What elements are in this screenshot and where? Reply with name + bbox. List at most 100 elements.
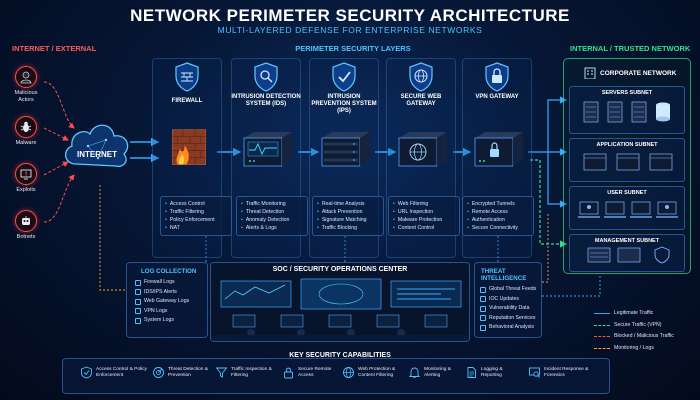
user-subnet: USER SUBNET (569, 186, 685, 230)
feature-item: Encrypted Tunnels (467, 200, 530, 208)
legend-swatch (594, 336, 610, 338)
intel-icon (480, 305, 486, 312)
legend: Legitimate Traffic Secure Traffic (VPN) … (594, 308, 674, 354)
globe-icon (409, 62, 433, 92)
server-rack-icon (583, 101, 670, 123)
threat-label: Malicious Actors (14, 90, 38, 103)
legend-swatch (594, 347, 610, 349)
soc-title: SOC / SECURITY OPERATIONS CENTER (272, 266, 408, 273)
capability-item: Traffic Inspection & Filtering (215, 366, 275, 379)
globe-shield-icon (343, 367, 354, 378)
feature-item: Threat Detection (241, 208, 304, 216)
firewall-feature-list: Access Control Traffic Filtering Policy … (160, 196, 232, 236)
log-collection-panel: LOG COLLECTION Firewall Logs IDS/IPS Ale… (126, 262, 208, 338)
diagram-title: NETWORK PERIMETER SECURITY ARCHITECTURE (130, 6, 570, 25)
bug-icon (15, 116, 37, 138)
subnet-label: USER SUBNET (607, 190, 647, 196)
internal-zone-label: INTERNAL / TRUSTED NETWORK (570, 44, 691, 53)
app-window-icon (583, 153, 673, 171)
check-shield-icon (332, 62, 356, 92)
log-item: Firewall Logs (135, 278, 207, 288)
internet-label: INTERNET (77, 150, 117, 159)
corporate-network-title: CORPORATE NETWORK (600, 70, 677, 77)
feature-item: Content Control (393, 224, 456, 232)
feature-item: Signature Matching (317, 216, 380, 224)
layer-name-vpn: VPN GATEWAY (475, 94, 519, 100)
swg-feature-list: Web Filtering URL Inspection Malware Pro… (388, 196, 460, 236)
workstation-icon (578, 201, 678, 218)
feature-item: Malware Protection (393, 216, 456, 224)
intel-icon (480, 324, 486, 331)
legend-item: Legitimate Traffic (594, 308, 674, 320)
threat-label: Exploits (16, 187, 36, 193)
legend-item: Monitoring / Logs (594, 343, 674, 355)
log-icon (135, 308, 141, 315)
legend-item: Blocked / Malicious Traffic (594, 331, 674, 343)
log-icon (135, 279, 141, 286)
intel-icon (480, 286, 486, 293)
padlock-icon (284, 367, 293, 379)
feature-item: Attack Prevention (317, 208, 380, 216)
capabilities-panel (62, 358, 610, 394)
ids-appliance-icon (243, 132, 292, 167)
ips-appliance-icon (321, 132, 370, 167)
feature-item: Anomaly Detection (241, 216, 304, 224)
hacker-icon (15, 66, 37, 88)
intel-item: IOC Updates (480, 295, 541, 305)
web-gateway-appliance-icon (398, 132, 447, 167)
layer-name-swg: SECURE WEB GATEWAY (400, 94, 442, 107)
intel-item: Vulnerability Data (480, 304, 541, 314)
soc-room-illustration (211, 263, 469, 341)
shield-check-icon (81, 366, 92, 379)
exploit-icon (15, 163, 37, 185)
layer-name-ids: INTRUSION DETECTION SYSTEM (IDS) (231, 94, 301, 107)
log-item: System Logs (135, 316, 207, 326)
vpn-feature-list: Encrypted Tunnels Remote Access Authenti… (462, 196, 534, 236)
log-icon (135, 298, 141, 305)
external-zone-label: INTERNET / EXTERNAL (12, 44, 97, 53)
capability-item: Secure Remote Access (282, 366, 336, 379)
magnifier-icon (254, 62, 278, 92)
cloud-icon (65, 124, 129, 168)
log-icon (135, 289, 141, 296)
threat-exploits: Exploits (10, 163, 42, 194)
feature-item: Traffic Filtering (165, 208, 228, 216)
log-item: Web Gateway Logs (135, 297, 207, 307)
feature-item: NAT (165, 224, 228, 232)
servers-subnet: SERVERS SUBNET (569, 86, 685, 134)
legend-swatch (594, 324, 610, 326)
feature-item: Remote Access (467, 208, 530, 216)
bot-icon (15, 210, 37, 232)
intel-item: Global Threat Feeds (480, 285, 541, 295)
subnet-label: SERVERS SUBNET (601, 90, 653, 96)
subnet-label: APPLICATION SUBNET (596, 142, 658, 148)
feature-item: Real-time Analysis (317, 200, 380, 208)
capability-item: Web Protection & Content Filtering (342, 366, 408, 379)
radar-icon (153, 367, 164, 378)
intel-icon (480, 296, 486, 303)
log-item: IDS/IPS Alerts (135, 288, 207, 298)
legend-item: Secure Traffic (VPN) (594, 320, 674, 332)
threat-intelligence-panel: THREAT INTELLIGENCE Global Threat Feeds … (474, 262, 542, 338)
legend-swatch (594, 313, 610, 315)
capability-item: Monitoring & Alerting (408, 366, 458, 379)
capability-item: Threat Detection & Prevention (152, 366, 208, 379)
threat-intelligence-title: THREAT INTELLIGENCE (481, 268, 527, 282)
bell-icon (408, 367, 421, 378)
threat-label: Malware (15, 140, 37, 146)
log-item: VPN Logs (135, 307, 207, 317)
perimeter-layers-label: PERIMETER SECURITY LAYERS (295, 44, 411, 53)
intel-item: Behavioral Analysis (480, 323, 541, 333)
diagram-subtitle: MULTI-LAYERED DEFENSE FOR ENTERPRISE NET… (217, 25, 483, 35)
intel-item: Reputation Services (480, 314, 541, 324)
threat-malware: Malware (10, 116, 42, 147)
feature-item: Policy Enforcement (165, 216, 228, 224)
log-icon (135, 317, 141, 324)
threat-malicious-actors: Malicious Actors (10, 66, 42, 103)
lock-icon (485, 62, 509, 92)
firewall-icon (175, 62, 199, 92)
application-subnet: APPLICATION SUBNET (569, 138, 685, 182)
building-icon (584, 67, 596, 79)
capability-item: Access Control & Policy Enforcement (80, 366, 150, 379)
feature-item: Alerts & Logs (241, 224, 304, 232)
